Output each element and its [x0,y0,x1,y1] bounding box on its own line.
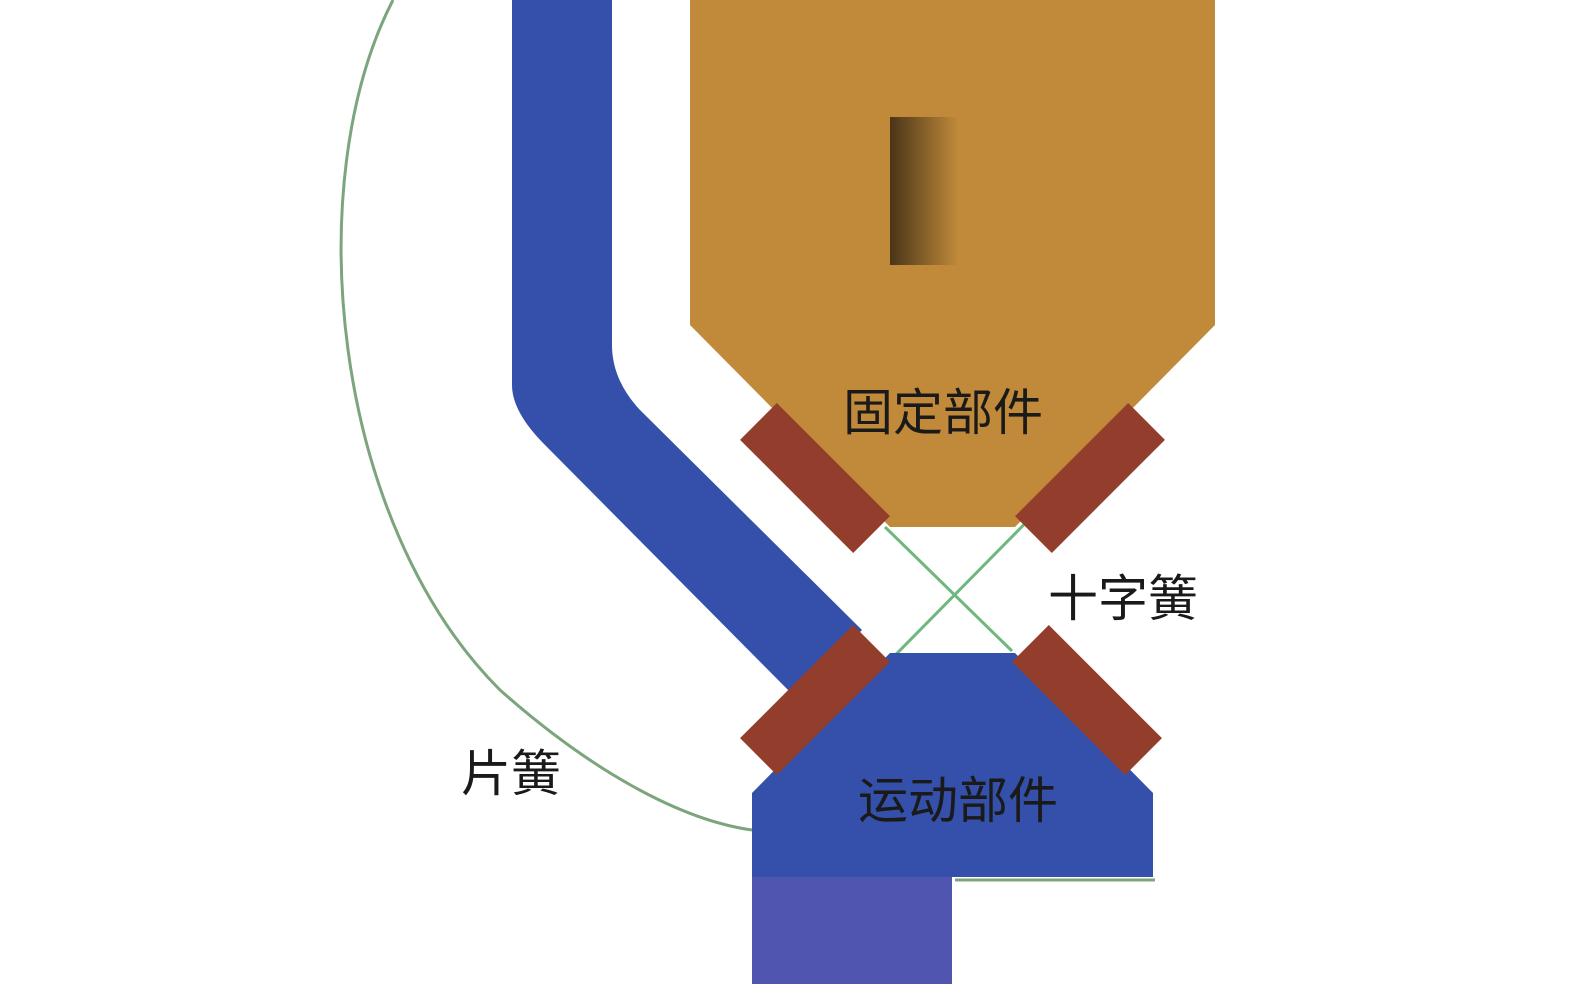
clamp-top-left [740,403,890,553]
moving-part-base [752,877,952,984]
cross-spring-wire-b [883,525,1014,653]
label-fixed-part: 固定部件 [843,384,1043,442]
moving-part-body [752,653,1153,877]
leaf-spring-body [512,0,862,697]
arc-path [339,0,753,832]
clamp-bottom-right [1012,625,1162,775]
label-moving-part: 运动部件 [858,772,1058,830]
fixed-part-slot [890,117,960,265]
label-cross-spring: 十字簧 [1048,570,1198,628]
clamp-top-right [1015,403,1165,553]
label-leaf-spring: 片簧 [461,745,561,803]
clamp-bottom-left [740,625,890,775]
